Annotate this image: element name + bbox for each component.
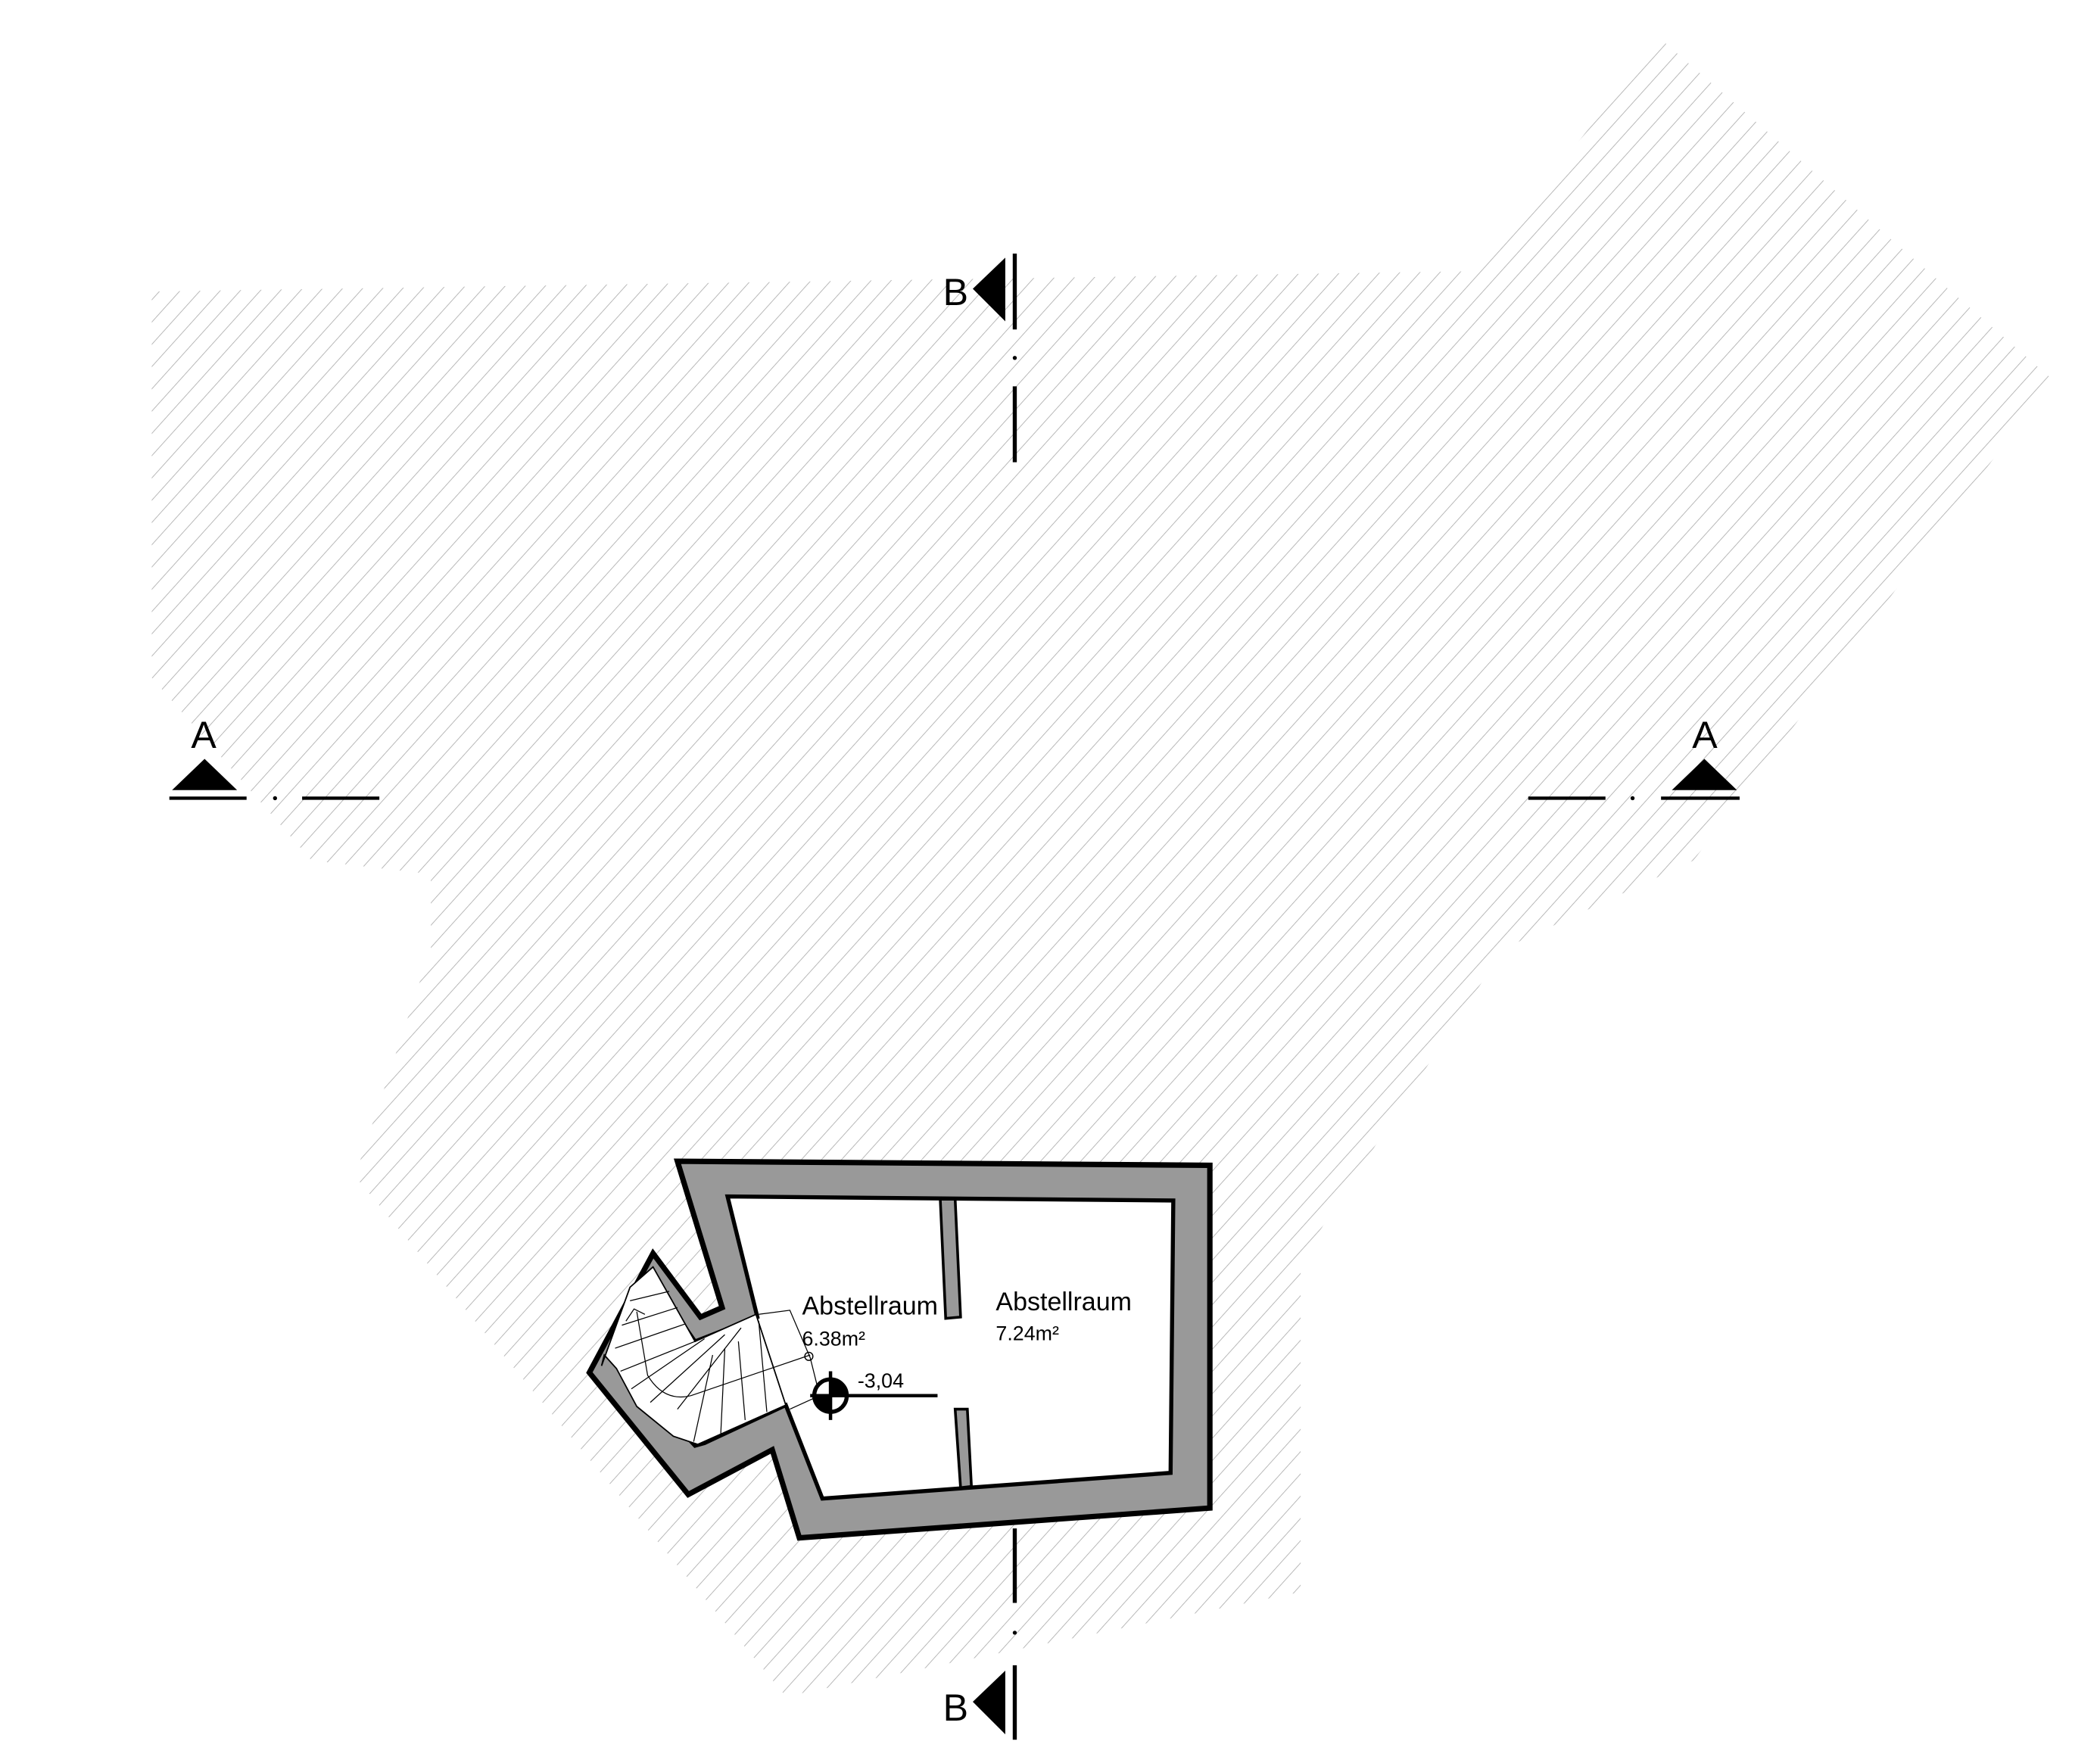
level-label: -3,04: [858, 1369, 904, 1392]
room-area: 7.24m²: [995, 1322, 1059, 1344]
section-label-b-top: B: [943, 271, 968, 313]
section-marker-b-bottom: [972, 1528, 1017, 1740]
stair-treads: [615, 1291, 821, 1442]
partition-wall-upper: [939, 1198, 962, 1320]
room-area: 6.38m²: [802, 1327, 865, 1350]
level-marker: [810, 1371, 938, 1420]
section-label-a-left: A: [191, 714, 217, 756]
section-label-a-right: A: [1692, 714, 1718, 756]
section-marker-b-top: [972, 253, 1017, 463]
room-name: Abstellraum: [995, 1288, 1132, 1316]
section-marker-a-left: [169, 758, 380, 801]
room-name: Abstellraum: [802, 1291, 938, 1320]
partition-wall-lower: [953, 1407, 974, 1490]
staircase: [600, 1266, 787, 1446]
terrain-hatch: [151, 38, 2053, 1696]
section-label-b-bottom: B: [943, 1687, 968, 1729]
section-marker-a-right: [1528, 758, 1740, 801]
